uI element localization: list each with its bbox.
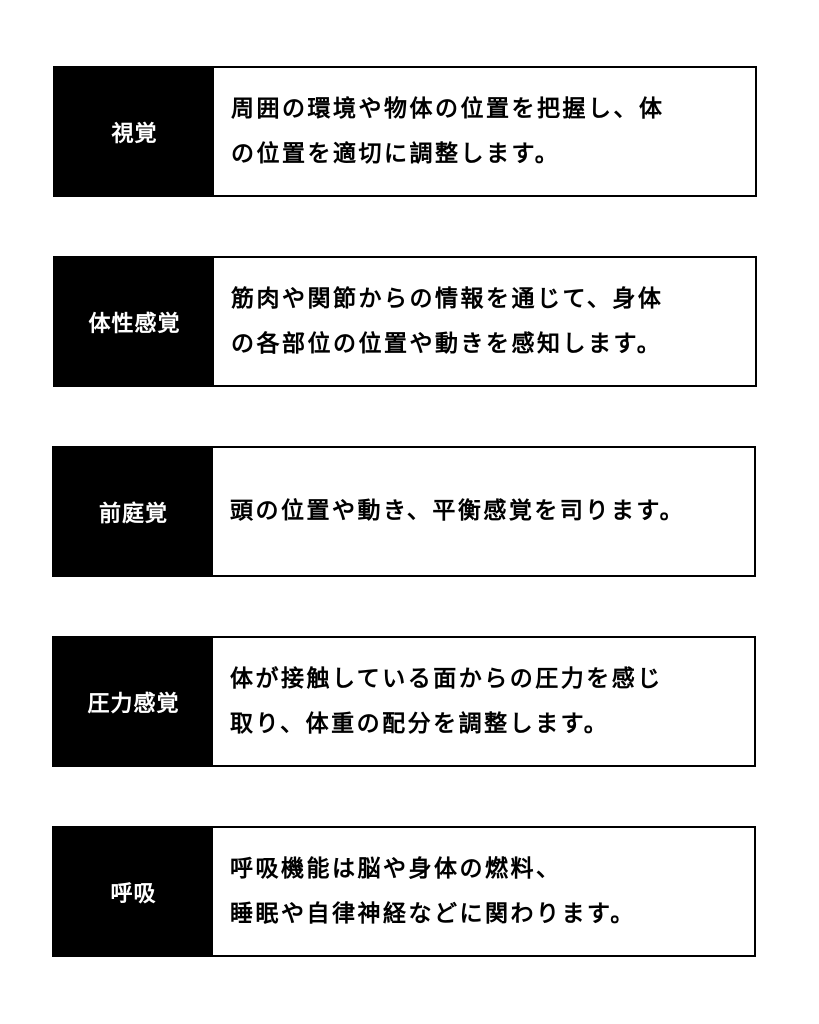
card-label: 視覚: [55, 68, 214, 195]
description-line: の位置を適切に調整します。: [231, 140, 561, 167]
description-line: 周囲の環境や物体の位置を把握し、体: [231, 95, 665, 122]
description-line: 体が接触している面からの圧力を感じ: [230, 665, 663, 692]
card-label: 体性感覚: [55, 258, 214, 385]
card-description: 呼吸機能は脳や身体の燃料、 睡眠や自律神経などに関わります。: [213, 828, 754, 955]
description-line: 取り、体重の配分を調整します。: [230, 710, 610, 737]
description-line: の各部位の位置や動きを感知します。: [231, 330, 663, 357]
card-somatosensory: 体性感覚 筋肉や関節からの情報を通じて、身体 の各部位の位置や動きを感知します。: [53, 256, 757, 387]
card-vision: 視覚 周囲の環境や物体の位置を把握し、体 の位置を適切に調整します。: [53, 66, 757, 197]
card-label: 前庭覚: [54, 448, 213, 575]
description-line: 呼吸機能は脳や身体の燃料、: [230, 855, 562, 882]
description-line: 睡眠や自律神経などに関わります。: [230, 900, 636, 927]
card-label: 圧力感覚: [54, 638, 213, 765]
card-vestibular: 前庭覚 頭の位置や動き、平衡感覚を司ります。: [52, 446, 756, 577]
card-description: 体が接触している面からの圧力を感じ 取り、体重の配分を調整します。: [213, 638, 754, 765]
card-description: 頭の位置や動き、平衡感覚を司ります。: [213, 448, 754, 575]
card-description: 筋肉や関節からの情報を通じて、身体 の各部位の位置や動きを感知します。: [214, 258, 755, 385]
description-line: 筋肉や関節からの情報を通じて、身体: [231, 285, 664, 312]
card-pressure: 圧力感覚 体が接触している面からの圧力を感じ 取り、体重の配分を調整します。: [52, 636, 756, 767]
card-breathing: 呼吸 呼吸機能は脳や身体の燃料、 睡眠や自律神経などに関わります。: [52, 826, 756, 957]
description-line: 頭の位置や動き、平衡感覚を司ります。: [230, 498, 686, 524]
card-label: 呼吸: [54, 828, 213, 955]
card-description: 周囲の環境や物体の位置を把握し、体 の位置を適切に調整します。: [214, 68, 755, 195]
